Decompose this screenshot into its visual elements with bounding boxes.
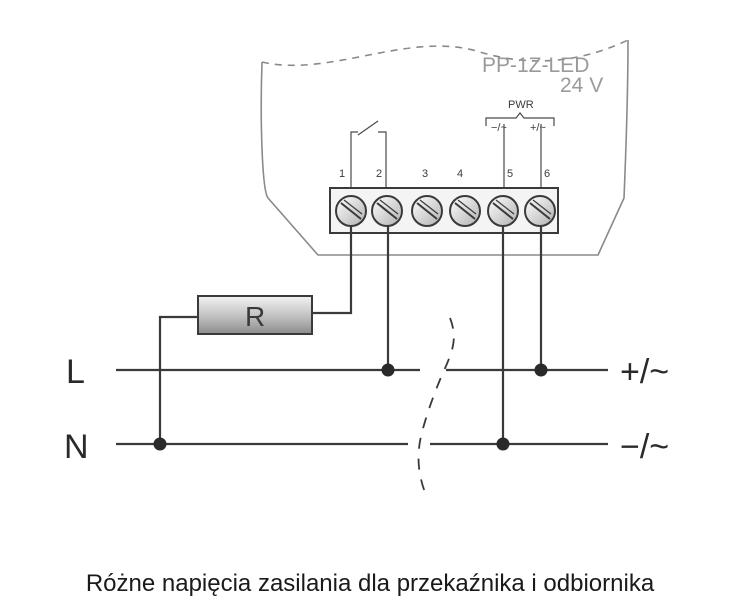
pwr-minus-label: −/~ bbox=[491, 122, 507, 134]
terminal-label-4: 4 bbox=[457, 168, 463, 180]
terminal-screw-3 bbox=[411, 195, 443, 227]
terminal-label-1: 1 bbox=[339, 168, 345, 180]
terminal-label-3: 3 bbox=[422, 168, 428, 180]
pwr-label: PWR bbox=[508, 99, 534, 111]
relay-contact bbox=[350, 120, 387, 189]
device-housing bbox=[260, 39, 629, 256]
resistor: R bbox=[197, 295, 313, 335]
terminal-screw-4 bbox=[449, 195, 481, 227]
pwr-bracket: PWR −/~ +/~ bbox=[485, 99, 555, 134]
wire-terminal-1-to-resistor bbox=[312, 226, 353, 315]
terminal-screw-2 bbox=[371, 195, 403, 227]
terminal-screw-5 bbox=[487, 195, 519, 227]
terminal-screw-1 bbox=[335, 195, 367, 227]
wire-resistor-to-n bbox=[158, 315, 198, 444]
terminal-numbers: 1 2 3 4 5 6 bbox=[339, 168, 550, 180]
junction-dot-l bbox=[381, 363, 395, 377]
relay-contact-switch bbox=[357, 120, 379, 136]
pwr-plus-label: +/~ bbox=[530, 122, 546, 134]
line-label-minus: −/~ bbox=[620, 428, 669, 466]
line-label-n: N bbox=[64, 428, 89, 466]
relay-contact-wire-1 bbox=[350, 131, 358, 189]
housing-outline bbox=[260, 39, 629, 256]
terminal-label-6: 6 bbox=[544, 168, 550, 180]
pwr-brace bbox=[485, 112, 555, 126]
terminal-label-2: 2 bbox=[376, 168, 382, 180]
resistor-label: R bbox=[245, 301, 265, 332]
terminal-screw-6 bbox=[524, 195, 556, 227]
housing-top-edge bbox=[261, 39, 629, 67]
diagram-caption: Różne napięcia zasilania dla przekaźnika… bbox=[85, 570, 655, 597]
terminal-block bbox=[329, 187, 559, 234]
junction-dot-minus bbox=[496, 437, 510, 451]
terminal-label-5: 5 bbox=[507, 168, 513, 180]
line-label-l: L bbox=[66, 353, 85, 391]
terminal-block-body bbox=[329, 187, 559, 234]
junction-dot-plus bbox=[534, 363, 548, 377]
relay-contact-wire-2 bbox=[378, 131, 387, 189]
resistor-body bbox=[197, 295, 313, 335]
circuit-separation bbox=[417, 317, 455, 496]
device-model-label: PP-1Z-LED bbox=[482, 54, 589, 77]
junction-dot-n bbox=[153, 437, 167, 451]
line-label-plus: +/~ bbox=[620, 353, 669, 391]
device-voltage-label: 24 V bbox=[560, 74, 603, 97]
